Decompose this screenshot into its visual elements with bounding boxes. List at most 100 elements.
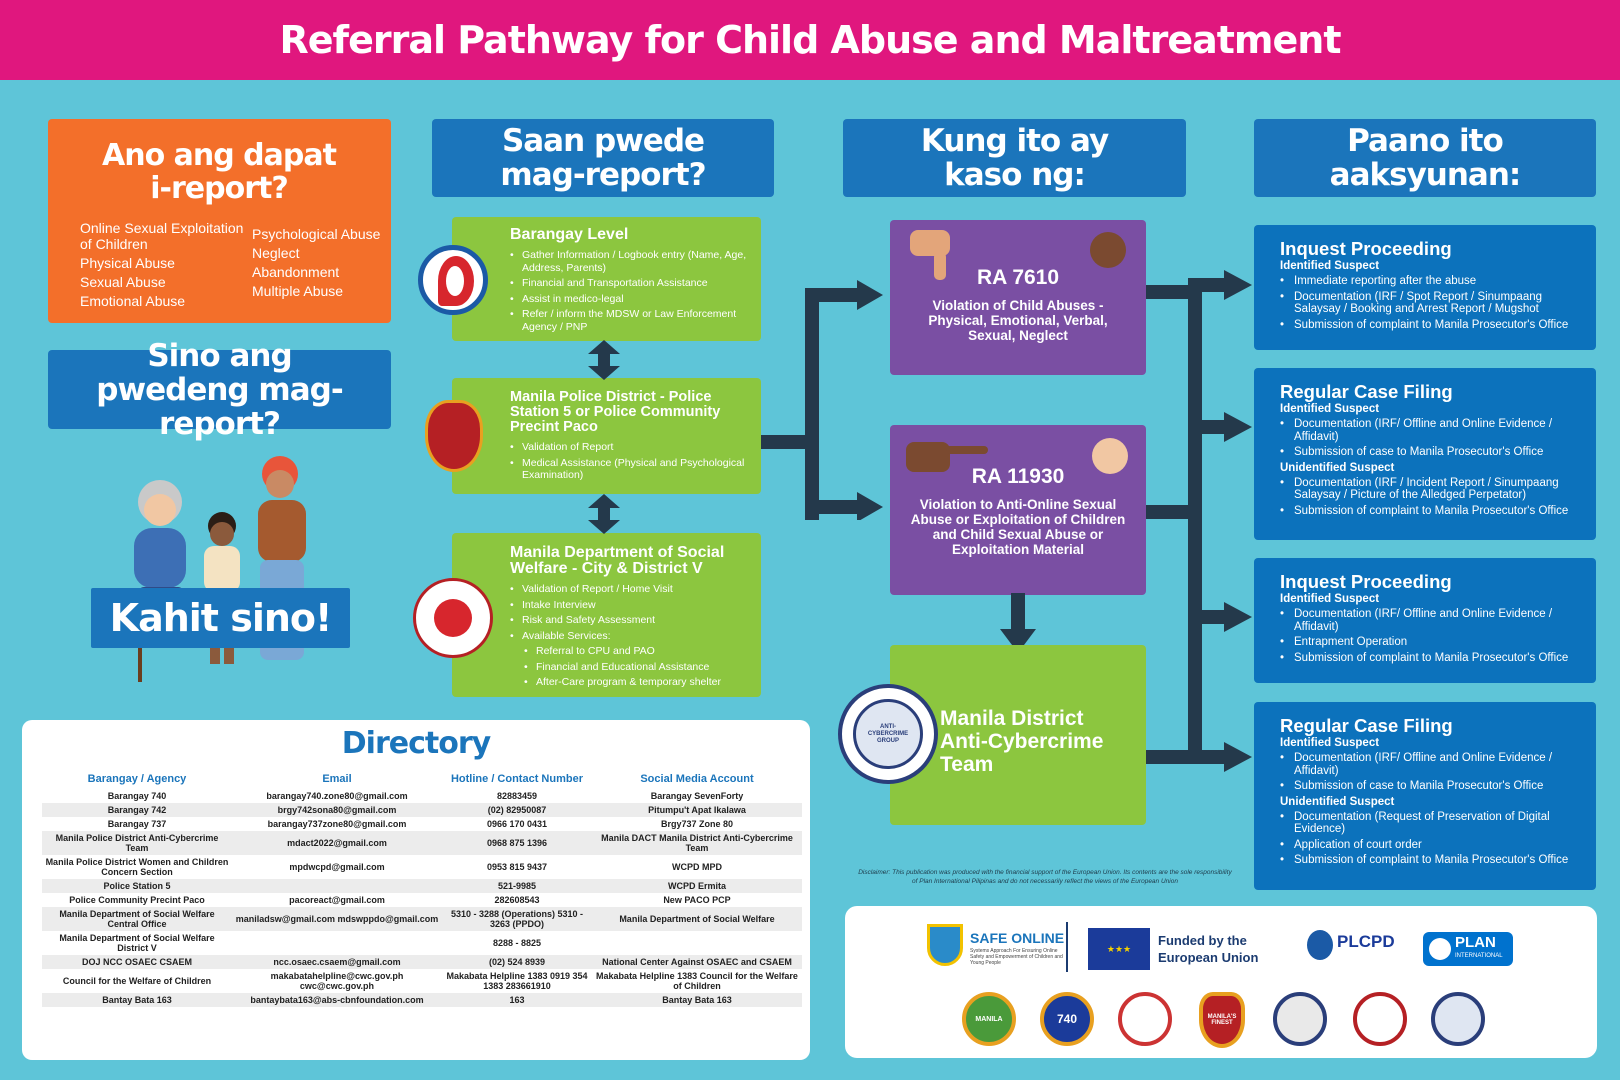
list-item: Sexual Abuse: [80, 274, 166, 290]
list-item: Available Services:: [510, 630, 751, 643]
table-cell: [592, 931, 802, 955]
barangay-level-box: Barangay Level Gather Information / Logb…: [452, 217, 761, 341]
cybercrime-team-title: Manila District Anti-Cybercrime Team: [940, 707, 1104, 776]
list-item: Documentation (IRF/ Offline and Online E…: [1280, 752, 1586, 777]
table-cell: Pitumpu't Apat Ikalawa: [592, 803, 802, 817]
list-item: Neglect: [252, 245, 300, 261]
table-cell: Police Station 5: [42, 879, 232, 893]
action-group-label: Unidentified Suspect: [1280, 461, 1395, 474]
table-cell: New PACO PCP: [663, 895, 731, 905]
table-row: Manila Department of Social Welfare Cent…: [42, 907, 802, 931]
list-item: Abandonment: [252, 264, 340, 280]
police-list: Validation of Report Medical Assistance …: [510, 441, 751, 482]
pointing-hands-icon: [906, 438, 1128, 474]
table-cell: [232, 879, 442, 893]
directory-panel: Directory Barangay / Agency Email Hotlin…: [22, 720, 810, 1060]
action-box-3: Inquest Proceeding Identified Suspect Do…: [1254, 558, 1596, 683]
table-row: Police Community Precint Paco pacoreact@g…: [42, 893, 802, 907]
hand-gestures-icon: [910, 230, 1126, 280]
dswd-title: Manila Department of Social Welfare - Ci…: [510, 544, 725, 577]
table-cell: pacoreact@gmail.com: [289, 895, 385, 905]
table-cell: Barangay 740: [107, 791, 167, 801]
action-box-1: Inquest Proceeding Identified Suspect Im…: [1254, 225, 1596, 350]
table-cell: Brgy737 Zone 80: [660, 819, 734, 829]
shield-check-icon: [927, 924, 963, 966]
table-cell: National Center Against OSAEC and CSAEM: [592, 955, 802, 969]
action-group-label: Identified Suspect: [1280, 593, 1380, 605]
table-cell: maniladsw@gmail.com mdswppdo@gmail.com: [232, 907, 442, 931]
action-title: Inquest Proceeding: [1280, 238, 1452, 259]
safe-online-logo: SAFE ONLINE: [970, 930, 1065, 946]
divider: [1066, 922, 1068, 972]
table-cell: 82883459: [496, 791, 538, 801]
column-header: Social Media Account: [640, 773, 754, 785]
flow-connector-right: [1146, 270, 1252, 678]
directory-table: Barangay / Agency Email Hotline / Contac…: [42, 774, 802, 1007]
plan-logo: PLAN INTERNATIONAL: [1423, 932, 1513, 966]
action-list: Documentation (Request of Preservation o…: [1280, 811, 1586, 867]
table-cell: 8288 - 8825: [492, 938, 542, 948]
list-item: Multiple Abuse: [252, 283, 344, 299]
table-cell: Makabata Helpline 1383 0919 354 1383 283…: [446, 971, 588, 991]
list-item: Submission of case to Manila Prosecutor'…: [1280, 780, 1586, 793]
list-item: Risk and Safety Assessment: [510, 614, 751, 627]
plcpd-logo: PLCPD: [1337, 932, 1395, 951]
table-cell: Makabata Helpline 1383 Council for the W…: [596, 971, 798, 991]
list-item: Submission of complaint to Manila Prosec…: [1280, 652, 1586, 665]
table-cell: Police Community Precint Paco: [69, 895, 205, 905]
action-box-4: Regular Case Filing Identified Suspect D…: [1254, 702, 1596, 890]
list-item: Documentation (IRF / Incident Report / S…: [1280, 477, 1586, 502]
table-row: Manila Police District Women and Childre…: [42, 855, 802, 879]
action-box-2: Regular Case Filing Identified Suspect D…: [1254, 368, 1596, 540]
table-cell: Barangay SevenForty: [650, 791, 744, 801]
table-cell: Manila Police District Anti-Cybercrime T…: [42, 831, 232, 855]
table-cell: 282608543: [494, 895, 540, 905]
ra11930-desc: Violation to Anti-Online Sexual Abuse or…: [910, 497, 1126, 557]
dswd-box: Manila Department of Social Welfare - Ci…: [452, 533, 761, 697]
action-title: Inquest Proceeding: [1280, 571, 1452, 592]
list-item: Submission of complaint to Manila Prosec…: [1280, 854, 1586, 867]
ra7610-title: RA 7610: [976, 266, 1060, 289]
eu-flag-icon: ★★★: [1088, 928, 1150, 970]
list-item: Medical Assistance (Physical and Psychol…: [510, 457, 751, 482]
table-row: Manila Department of Social Welfare Dist…: [42, 931, 802, 955]
table-cell: mpdwcpd@gmail.com: [289, 862, 385, 872]
list-item: Submission of complaint to Manila Prosec…: [1280, 319, 1586, 332]
list-item: Entrapment Operation: [1280, 636, 1586, 649]
police-station-box: Manila Police District - Police Station …: [452, 378, 761, 494]
list-item: After-Care program & temporary shelter: [510, 676, 751, 689]
table-cell: Barangay 737: [107, 819, 167, 829]
column-header: Barangay / Agency: [87, 773, 187, 785]
list-item: Immediate reporting after the abuse: [1280, 275, 1586, 288]
table-cell: Manila DACT Manila District Anti-Cybercr…: [592, 831, 802, 855]
dswd-list: Validation of Report / Home Visit Intake…: [510, 583, 751, 689]
list-item: Financial and Educational Assistance: [510, 661, 751, 674]
header-case-of: Kung ito ay kaso ng:: [843, 119, 1186, 197]
header-action: Paano ito aaksyunan:: [1254, 119, 1596, 197]
table-cell: 0953 815 9437: [486, 862, 548, 872]
list-item: Psychological Abuse: [252, 226, 381, 242]
table-cell: 0968 875 1396: [442, 831, 592, 855]
table-cell: Bantay Bata 163: [42, 993, 232, 1007]
list-item: Submission of case to Manila Prosecutor'…: [1280, 446, 1586, 459]
barangay-740-seal-icon: 740: [1040, 992, 1094, 1046]
list-item: Documentation (IRF/ Offline and Online E…: [1280, 418, 1586, 443]
barangay-list: Gather Information / Logbook entry (Name…: [510, 249, 751, 333]
bidirectional-arrow-icon: [588, 494, 620, 534]
table-cell: 5310 - 3288 (Operations) 5310 - 3263 (PP…: [442, 907, 592, 931]
action-group-label: Identified Suspect: [1280, 737, 1380, 749]
table-cell: (02) 524 8939: [442, 955, 592, 969]
table-cell: Manila Department of Social Welfare Cent…: [42, 907, 232, 931]
action-group-label: Unidentified Suspect: [1280, 795, 1395, 808]
list-item: Referral to CPU and PAO: [510, 645, 751, 658]
family-illustration: [134, 456, 306, 682]
list-item: Validation of Report / Home Visit: [510, 583, 751, 596]
barangay-737-seal-icon: MANILA: [962, 992, 1016, 1046]
table-cell: Manila Department of Social Welfare Dist…: [59, 933, 215, 953]
ra11930-title: RA 11930: [971, 465, 1065, 488]
barangay-742-seal-icon: [1118, 992, 1172, 1046]
